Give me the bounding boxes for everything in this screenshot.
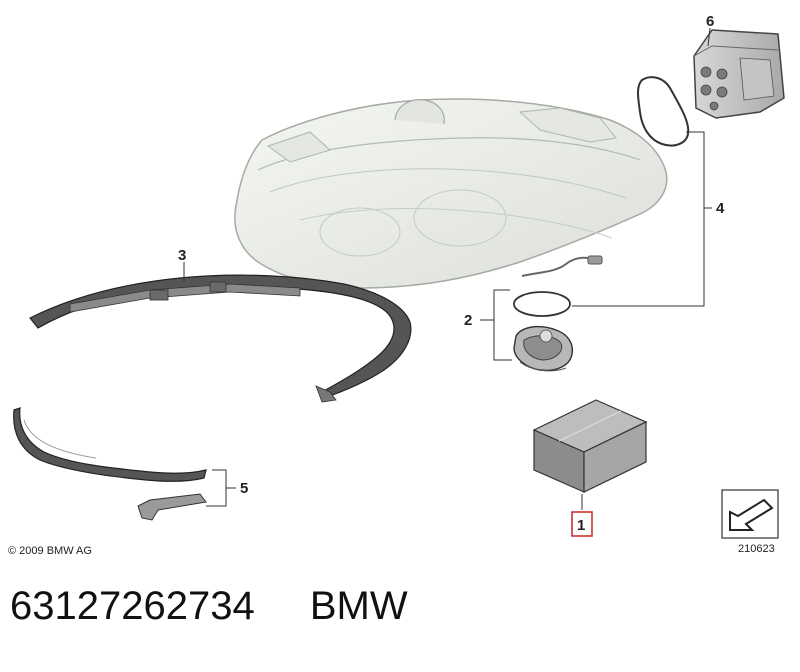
callout-2: 2 xyxy=(464,312,472,329)
headlight-housing xyxy=(234,98,668,289)
ballast-cable xyxy=(521,256,599,277)
bracket-line-5 xyxy=(206,469,227,507)
upper-trim-bracket xyxy=(29,274,412,403)
diagram-code: 210623 xyxy=(738,543,775,555)
bulb-socket xyxy=(513,325,574,372)
led-module xyxy=(693,29,785,119)
leader-line-6 xyxy=(707,27,711,47)
part-number: 63127262734 xyxy=(10,584,255,628)
callout-5: 5 xyxy=(240,480,248,497)
lower-trim-strip xyxy=(13,407,207,482)
part-number-caption: 63127262734 BMW xyxy=(10,584,408,629)
callout-4: 4 xyxy=(716,200,725,217)
exploded-parts-diagram: 6 4 2 3 5 1 210623 © 2009 BMW AG xyxy=(8,13,785,557)
callout-6: 6 xyxy=(706,13,714,30)
cable-connector xyxy=(587,255,603,265)
copyright-notice: © 2009 BMW AG xyxy=(8,545,92,557)
bracket-line-2 xyxy=(493,289,512,361)
gasket-ring xyxy=(637,76,690,147)
brand-label: BMW xyxy=(309,584,408,628)
highlight-box-1 xyxy=(571,511,593,537)
mounting-bracket xyxy=(137,493,207,521)
repair-kit-box xyxy=(532,399,648,493)
callout-3: 3 xyxy=(178,247,186,264)
direction-arrow-icon xyxy=(721,489,779,539)
callout-1: 1 xyxy=(577,517,585,534)
o-ring xyxy=(513,291,571,317)
leader-line-4 xyxy=(572,131,705,307)
